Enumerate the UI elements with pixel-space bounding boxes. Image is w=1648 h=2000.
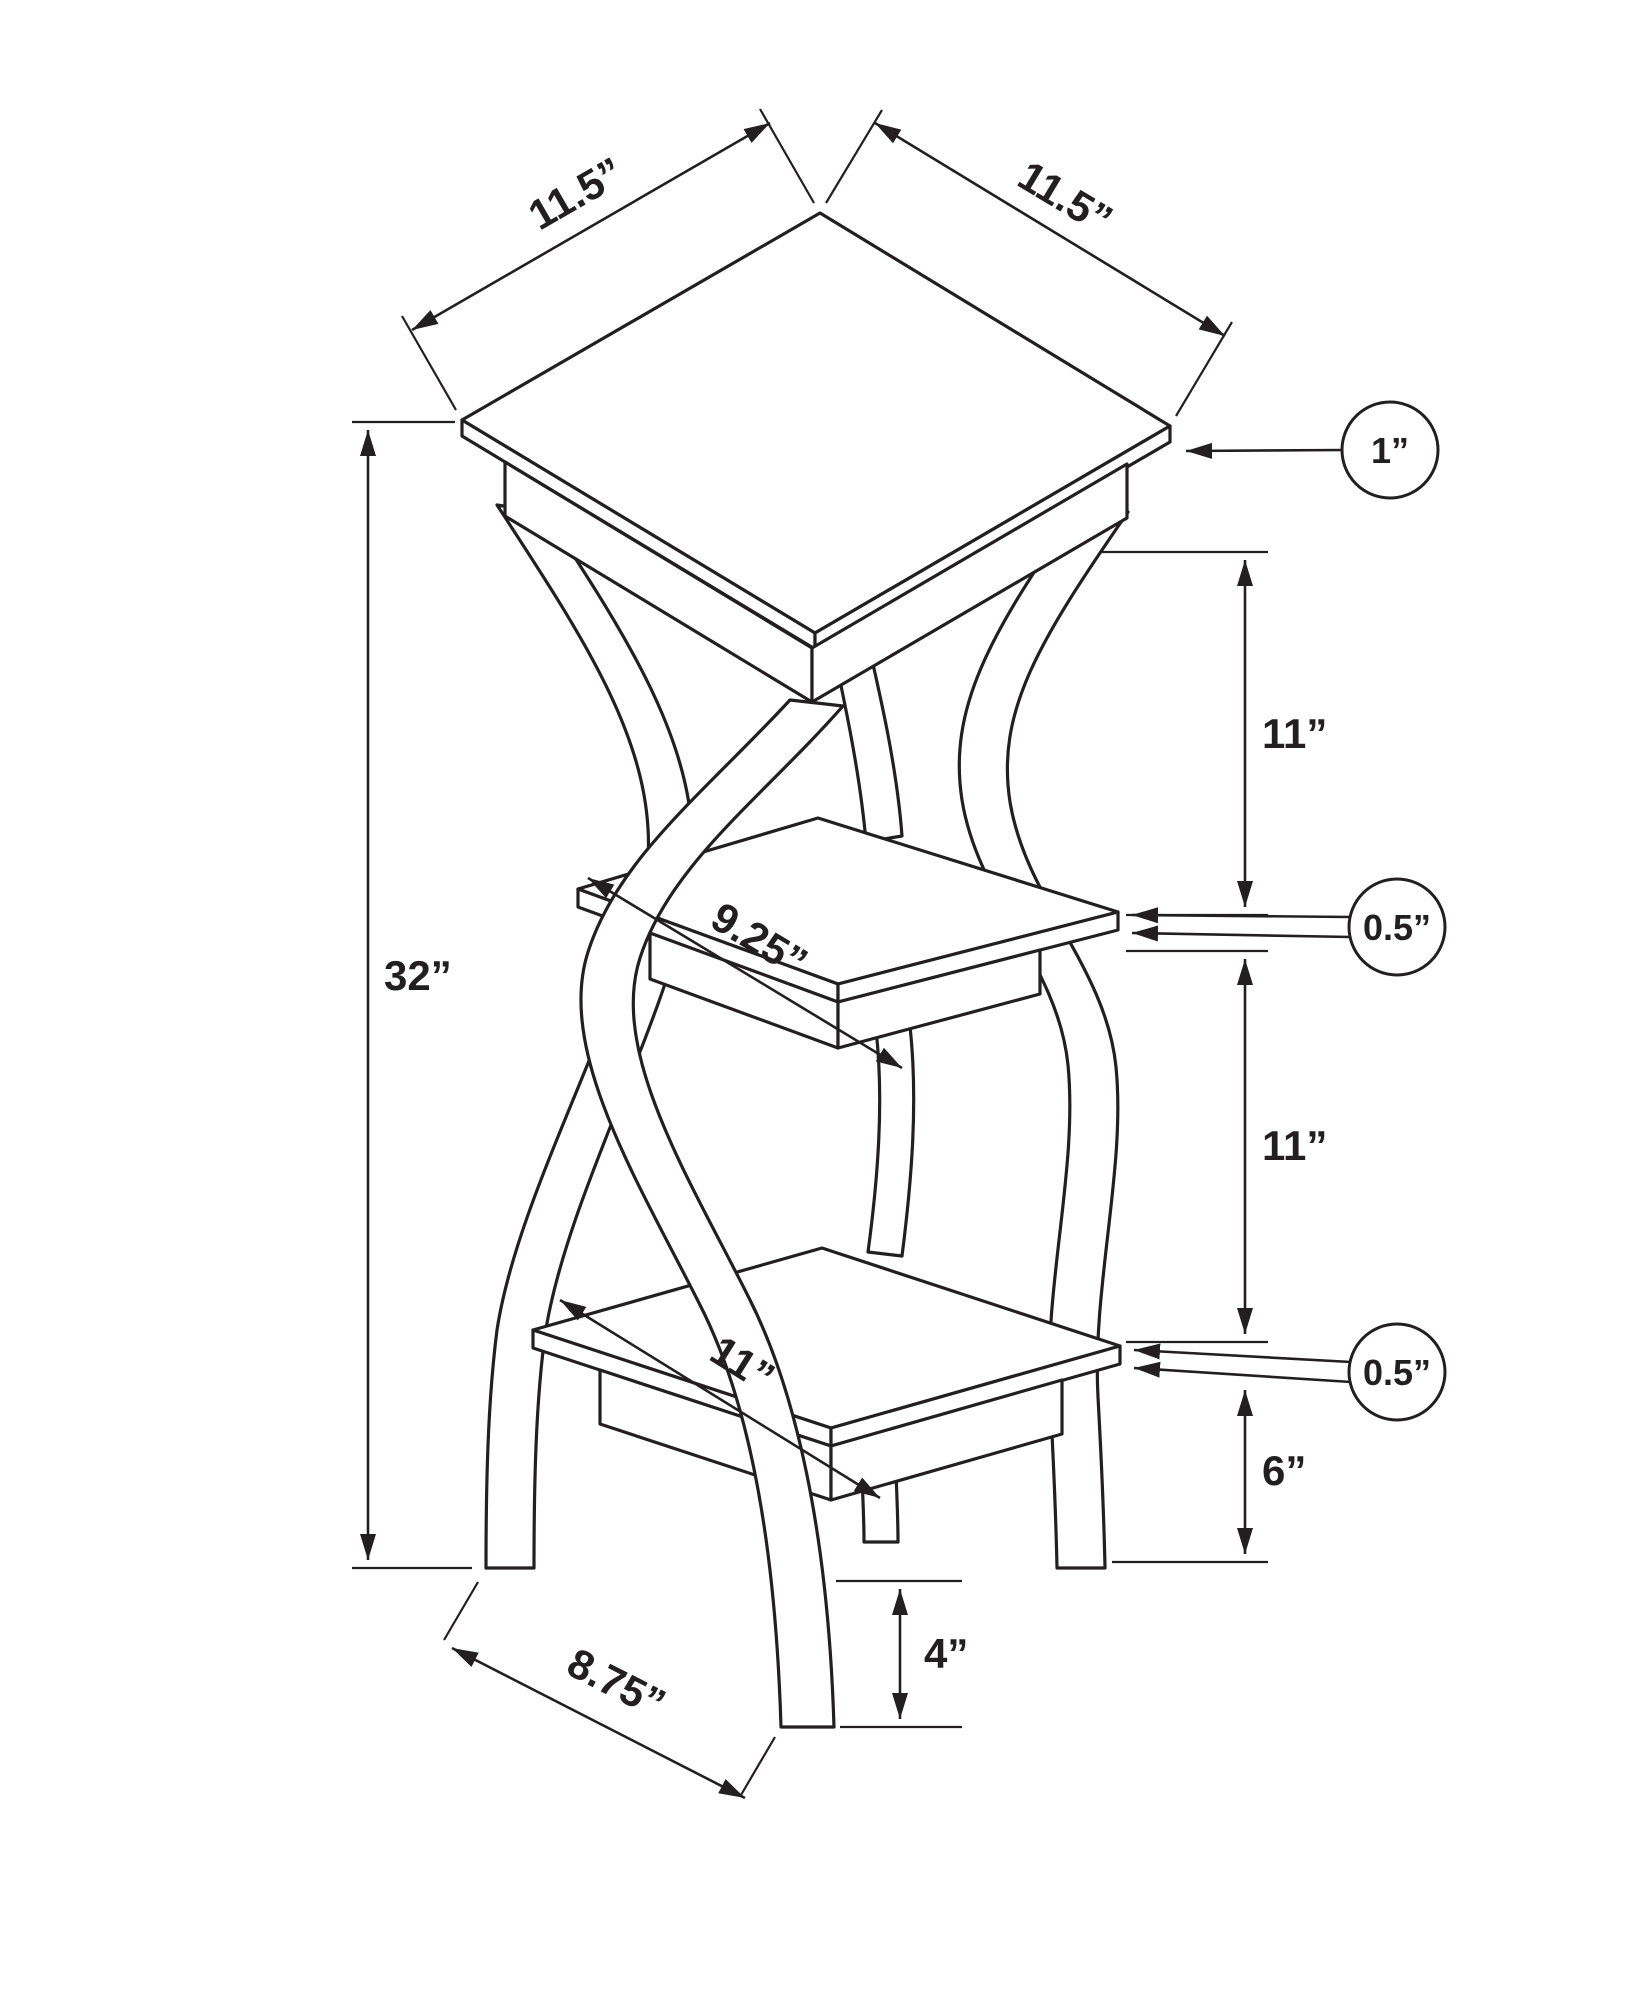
dim-top-width-label: 11.5” — [521, 148, 631, 239]
dim-base-width-label: 8.75” — [560, 1639, 673, 1728]
leader-middle-shelf-thickness-b — [1131, 925, 1352, 942]
back-leg-middle — [866, 1024, 916, 1258]
dim-top-depth-line — [874, 121, 1226, 338]
leader-bottom-shelf-thickness-b — [1133, 1361, 1352, 1384]
dim-middle-shelf-width-line — [587, 876, 903, 1070]
leader-top-thickness — [1185, 442, 1345, 459]
dim-top-depth-label: 11.5” — [1010, 152, 1120, 244]
dim-top-width-line — [411, 121, 771, 332]
dim-base-width-line — [451, 1646, 746, 1800]
dim-overall-height-label: 32” — [384, 952, 452, 999]
callout-middle-shelf-thickness-label: 0.5” — [1363, 907, 1431, 948]
dim-bottom-clearance-label: 6” — [1262, 1447, 1306, 1494]
callout-top-thickness-label: 1” — [1371, 430, 1409, 471]
callout-bottom-shelf-thickness-label: 0.5” — [1363, 1352, 1431, 1393]
dim-lower-gap-label: 11” — [1262, 1122, 1327, 1169]
leader-middle-shelf-thickness-a — [1131, 907, 1352, 924]
callout-circle-middle-shelf-thickness — [1347, 877, 1447, 977]
top-apron-right — [810, 462, 1129, 704]
callout-circle-bottom-shelf-thickness — [1347, 1322, 1447, 1422]
ext-line — [1175, 321, 1233, 417]
dim-upper-gap-label: 11” — [1262, 710, 1327, 757]
dim-bottom-shelf-width-line — [559, 1298, 881, 1500]
dim-leg-foot-label: 4” — [924, 1630, 968, 1677]
ext-line — [443, 1581, 479, 1641]
ext-line — [825, 109, 883, 204]
ext-line — [740, 1736, 776, 1796]
leader-bottom-shelf-thickness-a — [1133, 1343, 1352, 1364]
ext-line — [401, 315, 457, 411]
table-drawing — [460, 211, 1172, 1729]
callout-circle-top-thickness — [1340, 400, 1440, 500]
right-leg — [957, 503, 1130, 1570]
